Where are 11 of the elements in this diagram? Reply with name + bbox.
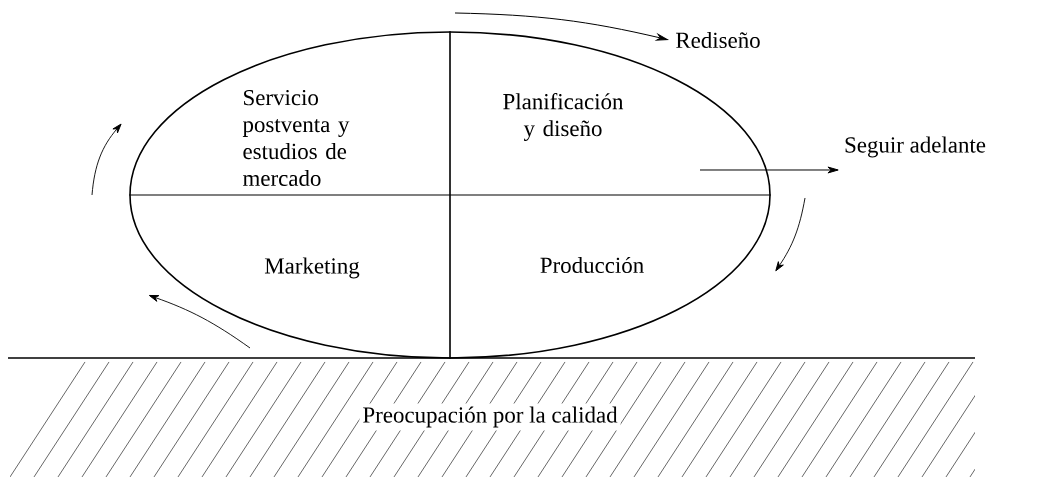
arrow (454, 12, 668, 41)
quadrant-label: Marketing (264, 257, 360, 279)
outcome-label: Seguir adelante (845, 136, 986, 158)
quadrant-label: Servicio postventa y estudios de mercado (242, 89, 350, 187)
outcome-label: Rediseño (676, 31, 760, 49)
wheel-ellipse (128, 30, 772, 360)
ground-band: Preocupación por la calidad (7, 357, 976, 477)
quadrant-label: Producción (540, 256, 644, 274)
arrow (699, 166, 839, 174)
quadrant-label: Planificación y diseño (503, 93, 624, 141)
node-label: Preocupación por la calidad (363, 406, 618, 428)
